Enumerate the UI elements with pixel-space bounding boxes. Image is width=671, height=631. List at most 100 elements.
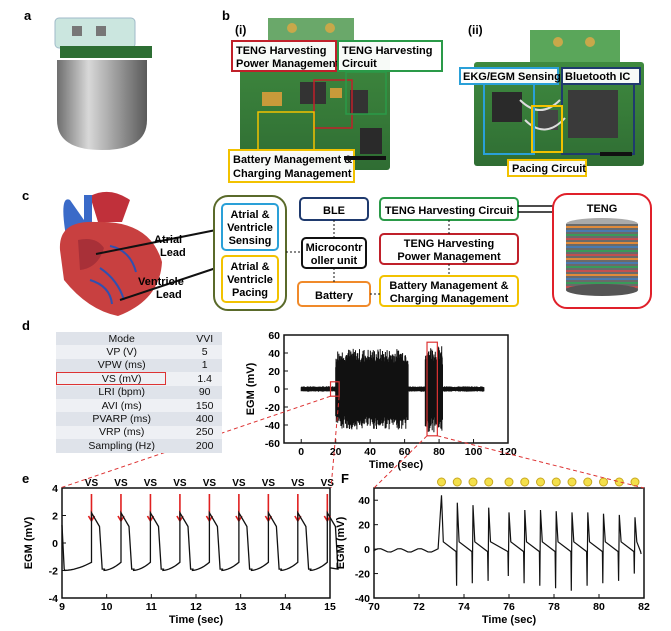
y-tick-label: 2 (52, 511, 58, 523)
pace-marker (468, 477, 478, 487)
table-row: VP (V)5 (56, 345, 222, 359)
pace-marker (520, 477, 530, 487)
panel-a-label: a (24, 8, 32, 23)
x-axis-label: Time (sec) (482, 614, 537, 626)
b-ii-yellow-label: Pacing Circuit (512, 163, 586, 175)
y-tick-label: 60 (268, 330, 280, 342)
b-i-red-label: TENG Harvesting (236, 45, 326, 57)
panel-e-label: e (22, 471, 29, 486)
battery-mgmt-box: Battery Management & (389, 280, 508, 292)
x-tick-label: 80 (433, 446, 445, 458)
mcu-box: Microcontr (306, 242, 364, 254)
teng-power-box: TENG Harvesting (404, 238, 494, 250)
y-axis-label: EGM (mV) (245, 362, 257, 415)
plot-frame (61, 487, 331, 599)
pace-marker (452, 477, 462, 487)
x-tick-label: 20 (330, 446, 342, 458)
teng-power-box-line2: Power Management (397, 251, 501, 263)
teng-layer (566, 262, 638, 264)
y-tick-label: -40 (265, 420, 280, 432)
teng-stack-icon (566, 218, 638, 296)
param-value: 90 (187, 385, 222, 399)
y-tick-label: 0 (364, 544, 370, 556)
teng-layer (566, 258, 638, 260)
pace-marker (567, 477, 577, 487)
param-name: PVARP (ms) (56, 412, 188, 426)
x-tick-label: 60 (399, 446, 411, 458)
vs-label: VS (85, 478, 99, 489)
egm-trace (373, 495, 642, 591)
x-tick-label: 15 (324, 601, 336, 613)
heart-illustration (59, 191, 162, 316)
panel-f-label: F (341, 471, 349, 486)
table-row: VRP (ms)250 (56, 425, 222, 440)
table-row: LRI (bpm)90 (56, 385, 222, 399)
teng-layer (566, 242, 638, 244)
b-i-green-label: TENG Harvesting (342, 45, 432, 57)
param-name: VPW (ms) (56, 358, 188, 373)
x-axis-label: Time (sec) (169, 614, 224, 626)
egm-trace (61, 510, 339, 572)
b-ii-sub-label: (ii) (468, 23, 483, 37)
table-row: VPW (ms)1 (56, 358, 222, 373)
vs-label: VS (232, 478, 246, 489)
y-tick-label: -60 (265, 438, 280, 450)
y-tick-label: -20 (355, 569, 370, 581)
x-tick-label: 13 (235, 601, 247, 613)
ble-box: BLE (323, 205, 345, 217)
param-name: VRP (ms) (56, 425, 188, 440)
vs-label: VS (144, 478, 158, 489)
sensing-box-line3: Sensing (229, 235, 272, 247)
teng-layer (566, 226, 638, 228)
egm-trace (300, 346, 485, 433)
pace-marker (614, 477, 624, 487)
x-tick-label: 100 (465, 446, 483, 458)
b-i-red-label-2: Power Management (236, 58, 340, 70)
sensing-box: Atrial & (230, 209, 269, 221)
param-value: 1.4 (187, 372, 222, 386)
vs-row-highlight (56, 372, 166, 385)
y-tick-label: -20 (265, 402, 280, 414)
b-i-yellow-label: Battery Management & (233, 154, 352, 166)
zoom-box (329, 381, 340, 397)
teng-layer (566, 234, 638, 236)
vs-label: VS (173, 478, 187, 489)
x-tick-label: 40 (364, 446, 376, 458)
param-name: LRI (bpm) (56, 385, 188, 399)
x-tick-label: 10 (101, 601, 113, 613)
table-row: PVARP (ms)400 (56, 412, 222, 426)
param-value: VVI (187, 332, 222, 346)
pace-marker (437, 477, 446, 487)
sensing-box-line2: Ventricle (227, 222, 273, 234)
param-value: 200 (187, 439, 222, 453)
teng-layer (566, 246, 638, 248)
vs-label: VS (114, 478, 128, 489)
panel-b-label: b (222, 8, 230, 23)
teng-circuit-box: TENG Harvesting Circuit (385, 205, 514, 217)
panel-c-label: c (22, 188, 29, 203)
vs-label: VS (203, 478, 217, 489)
teng-layer (566, 266, 638, 268)
param-name: VS (mV) (56, 372, 188, 386)
pacing-box: Atrial & (230, 261, 269, 273)
param-name: Mode (56, 332, 188, 346)
vs-label: VS (321, 478, 335, 489)
pcb-photo-i: TENG Harvesting Power Management TENG Ha… (228, 18, 443, 183)
ventricle-lead-label-2: Lead (156, 289, 182, 301)
x-tick-label: 9 (59, 601, 65, 613)
y-tick-label: 20 (358, 520, 370, 532)
zoom-line (437, 435, 645, 489)
teng-layer (566, 278, 638, 280)
param-name: Sampling (Hz) (56, 439, 188, 453)
y-tick-label: 40 (358, 495, 370, 507)
battery-box: Battery (315, 290, 354, 302)
teng-layer (566, 282, 638, 284)
table-row: AVI (ms)150 (56, 398, 222, 413)
y-tick-label: 0 (52, 538, 58, 550)
y-tick-label: 20 (268, 366, 280, 378)
pace-marker (484, 477, 494, 487)
teng-layer (566, 250, 638, 252)
x-tick-label: 0 (298, 446, 304, 458)
zoom-box (426, 341, 438, 437)
